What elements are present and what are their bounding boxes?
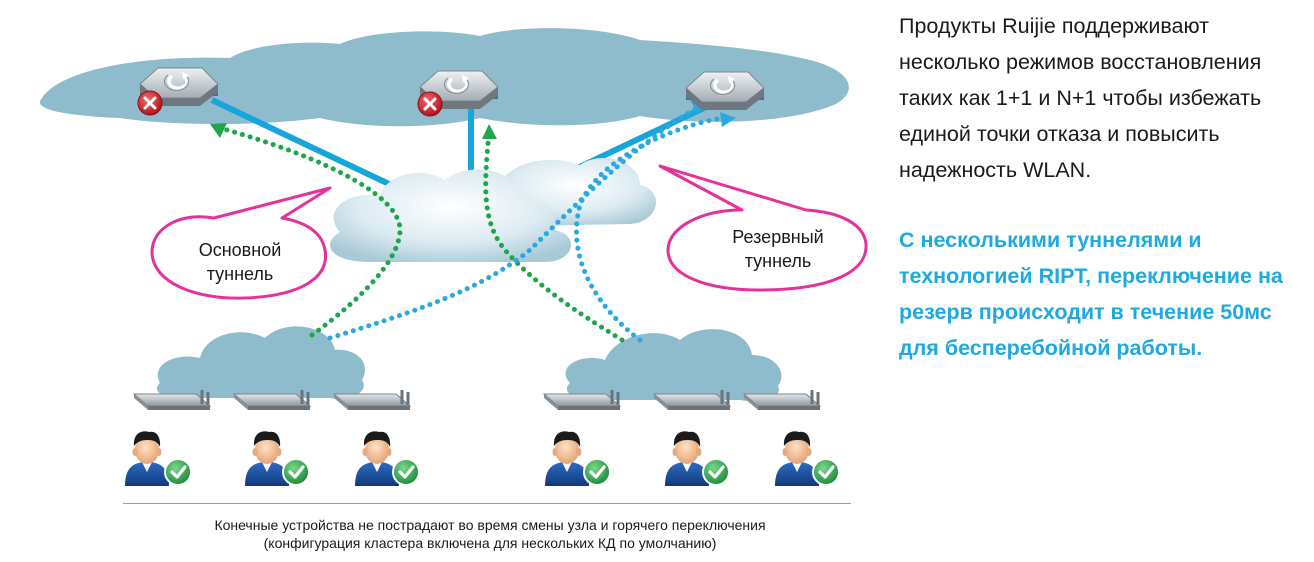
user-icon [665, 431, 709, 486]
backup-tunnel-label-line1: Резервный [732, 227, 824, 247]
close-icon [136, 89, 164, 117]
primary-tunnel-label: Основной туннель [170, 238, 310, 286]
description-text: Продукты Ruijie поддерживают несколько р… [899, 14, 1262, 182]
check-icon [163, 457, 193, 487]
highlight-text: С несколькими туннелями и технологией RI… [899, 228, 1283, 360]
user-icon [775, 431, 819, 486]
check-icon [391, 457, 421, 487]
check-icon [582, 457, 612, 487]
transport-cloud [330, 157, 657, 262]
caption: Конечные устройства не пострадают во вре… [120, 516, 860, 552]
check-icon [811, 457, 841, 487]
backup-tunnel-label-line2: туннель [744, 251, 812, 271]
site-cloud-right [565, 329, 782, 402]
users-right [545, 431, 841, 487]
user-icon [245, 431, 289, 486]
primary-tunnels [217, 125, 625, 343]
primary-tunnel-callout [150, 186, 332, 300]
caption-divider [123, 503, 851, 504]
primary-tunnel-label-line2: туннель [206, 264, 274, 284]
user-icon [355, 431, 399, 486]
user-icon [545, 431, 589, 486]
user-icon [125, 431, 169, 486]
primary-tunnel-label-line1: Основной [198, 240, 282, 260]
caption-line1: Конечные устройства не пострадают во вре… [214, 517, 766, 533]
check-icon [281, 457, 311, 487]
users-left [125, 431, 421, 487]
backup-tunnel-callout [658, 164, 868, 292]
close-icon [416, 90, 444, 118]
controller-3 [684, 70, 766, 112]
backup-tunnels [327, 103, 725, 343]
backup-tunnel-label: Резервный туннель [708, 225, 848, 273]
site-cloud-left [156, 326, 365, 399]
check-icon [701, 457, 731, 487]
caption-line2: (конфигурация кластера включена для неск… [263, 535, 717, 551]
